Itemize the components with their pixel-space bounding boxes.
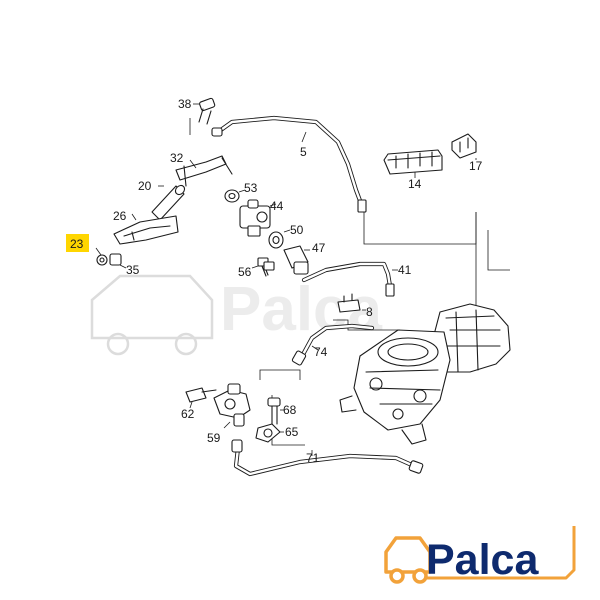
callout-17: 17 — [469, 159, 483, 173]
part-62-plug — [185, 387, 217, 409]
callout-68: 68 — [283, 403, 297, 417]
part-26-seal — [113, 213, 179, 245]
part-74-pipe — [291, 323, 375, 366]
callout-35: 35 — [126, 263, 140, 277]
part-8-clip — [337, 293, 366, 313]
car-icon — [384, 536, 432, 584]
callout-32: 32 — [170, 151, 184, 165]
bracket-lines — [259, 212, 510, 446]
callout-44: 44 — [270, 199, 284, 213]
part-68-bolt — [267, 397, 284, 425]
part-53-oring — [224, 189, 246, 203]
callout-74: 74 — [314, 345, 328, 359]
part-38-bolt — [189, 97, 216, 135]
callout-26: 26 — [113, 209, 127, 223]
part-5-pipe — [211, 115, 367, 213]
callout-71: 71 — [306, 451, 320, 465]
callout-5: 5 — [300, 145, 307, 159]
callout-62: 62 — [181, 407, 195, 421]
part-65-clamp — [255, 423, 284, 443]
part-23-35-nut — [95, 247, 127, 269]
part-41-pipe — [301, 261, 398, 297]
callout-20: 20 — [138, 179, 152, 193]
callout-23: 23 — [70, 237, 84, 251]
palca-logo: Palca — [384, 526, 576, 584]
part-50-ring — [268, 229, 291, 249]
watermark: Palca — [90, 274, 383, 356]
callout-14: 14 — [408, 177, 422, 191]
part-56-bolt — [251, 257, 275, 277]
callout-50: 50 — [290, 223, 304, 237]
part-47-union — [283, 245, 310, 275]
callout-56: 56 — [238, 265, 252, 279]
callouts: 38 32 5 20 26 23 35 53 44 50 47 56 41 8 … — [70, 97, 483, 465]
highlight-badge — [66, 234, 89, 252]
callout-8: 8 — [366, 305, 373, 319]
part-71-pipe — [231, 439, 424, 477]
logo-underline — [424, 526, 576, 580]
callout-53: 53 — [244, 181, 258, 195]
part-32-bracket — [175, 155, 233, 187]
part-17-clip — [451, 133, 477, 160]
logo-text: Palca — [426, 536, 539, 584]
part-fuel-distributor — [339, 303, 511, 445]
callout-59: 59 — [207, 431, 221, 445]
part-14-clip-row — [383, 149, 443, 178]
callout-47: 47 — [312, 241, 326, 255]
part-44-valve — [239, 199, 277, 237]
part-20-sleeve — [151, 184, 186, 221]
callout-41: 41 — [398, 263, 412, 277]
callout-38: 38 — [178, 97, 192, 111]
callout-65: 65 — [285, 425, 299, 439]
part-59-valve — [213, 383, 251, 429]
